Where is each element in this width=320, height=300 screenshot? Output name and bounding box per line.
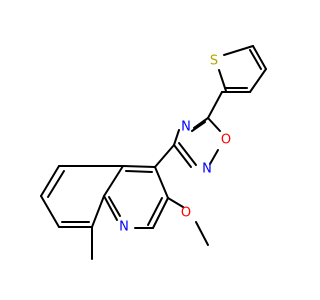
methoxy-group — [167, 197, 209, 246]
atom-labels: S N O N N O — [119, 54, 231, 235]
bond — [108, 196, 121, 217]
sulfur-atom-label: S — [210, 54, 218, 69]
bond — [167, 197, 184, 208]
oxadiazole-nitrogen-bottom-label: N — [202, 162, 212, 177]
bond — [91, 195, 105, 228]
bond — [103, 165, 124, 197]
quinoline-ring — [40, 165, 169, 260]
bond — [223, 45, 254, 56]
bond — [40, 165, 60, 197]
bond — [154, 166, 169, 199]
bond — [218, 69, 227, 92]
bond — [207, 91, 223, 119]
methoxy-oxygen-label: O — [181, 206, 191, 221]
bond — [125, 170, 153, 173]
bond — [193, 117, 209, 129]
bond — [173, 129, 180, 146]
bond — [195, 221, 209, 246]
bond — [154, 144, 175, 168]
bond — [173, 144, 192, 168]
bond — [191, 121, 206, 132]
bond — [178, 142, 197, 166]
bond — [103, 195, 118, 221]
bond — [40, 195, 60, 228]
bond — [152, 197, 169, 229]
molecule-structure: S N O N N O — [0, 0, 300, 300]
quinoline-nitrogen-label: N — [119, 220, 129, 235]
bond — [252, 45, 267, 70]
oxadiazole-ring — [154, 117, 221, 168]
bond — [249, 68, 267, 93]
thiophene-ring — [207, 45, 267, 119]
bond — [147, 197, 163, 226]
oxadiazole-nitrogen-top-label: N — [181, 120, 191, 135]
bond — [122, 165, 156, 168]
bond — [47, 170, 65, 198]
bond — [249, 49, 262, 70]
bond — [207, 117, 221, 132]
canvas-background — [0, 0, 300, 300]
oxadiazole-oxygen-label: O — [221, 133, 231, 148]
bond — [209, 149, 219, 165]
